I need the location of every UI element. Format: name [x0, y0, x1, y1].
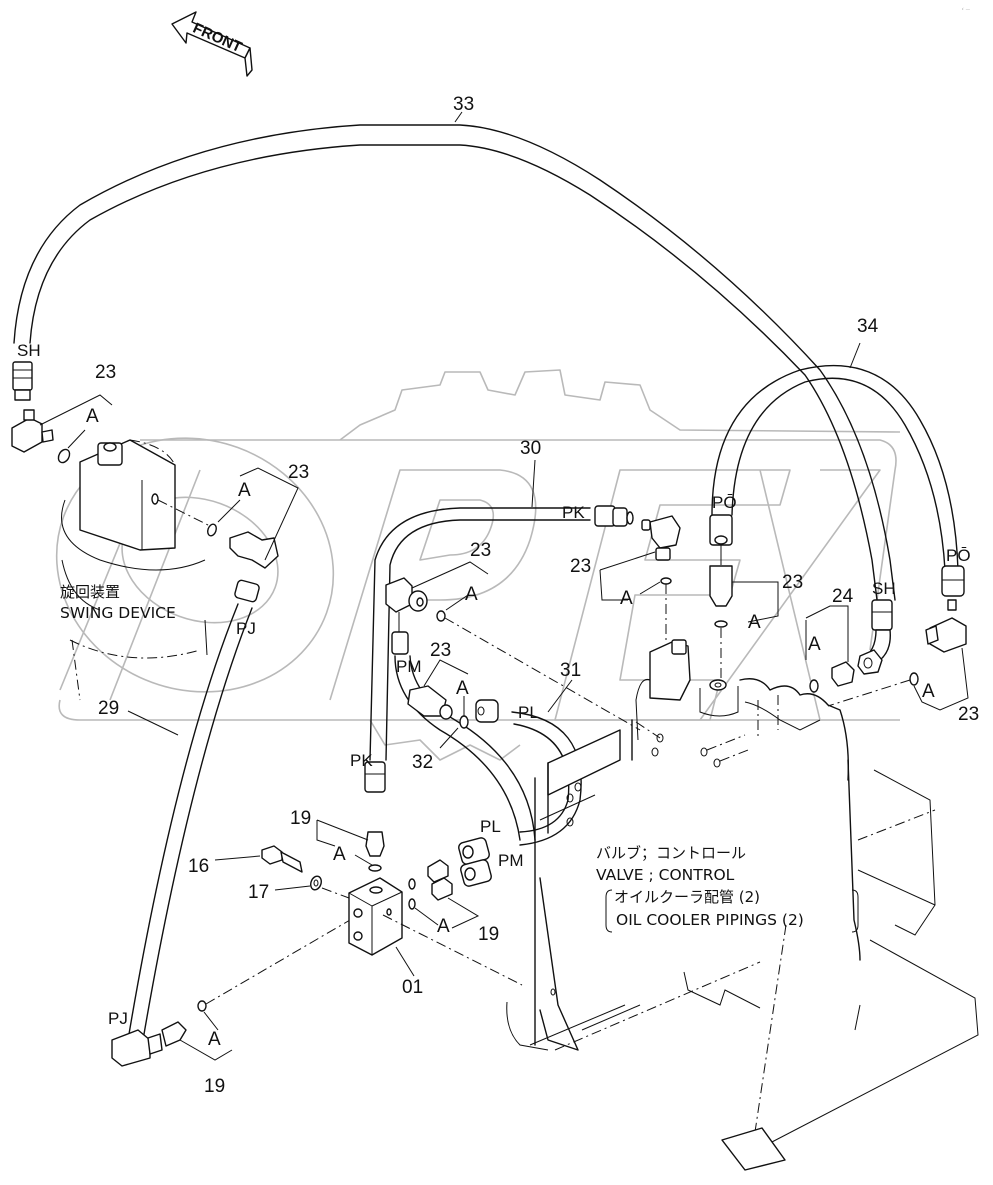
hose-32: PM 32 [394, 655, 536, 841]
swing-device: 旋回装置 SWING DEVICE [60, 439, 208, 701]
plug-fitting-23-po: 23 A [709, 545, 803, 690]
port-label-pj-top: PJ [236, 619, 256, 638]
oring-label: A [456, 678, 469, 699]
control-valve-body [506, 639, 979, 1171]
port-label-pk-bottom: PK [350, 751, 373, 770]
hose-33: 33 [13, 94, 896, 601]
hose-29: PJ 29 PJ [98, 579, 260, 1067]
port-label-pl-top: PL [518, 703, 539, 722]
caption-subtitle: OIL COOLER PIPINGS (2) [616, 911, 804, 929]
swing-device-label: SWING DEVICE [60, 604, 176, 622]
oring-label: A [620, 588, 633, 609]
adapter-24: A 24 [805, 586, 855, 693]
pl-pm-bottom-fittings: PL PM [458, 817, 524, 887]
part-number-17: 17 [248, 882, 269, 903]
sh-fitting-left: SH [12, 341, 41, 401]
swing-device-jp-label: 旋回装置 [60, 583, 120, 601]
hose-31: 31 PL [511, 660, 582, 846]
watermark-logo [55, 369, 901, 761]
part-number-23: 23 [782, 572, 803, 593]
oring-label: A [208, 1029, 221, 1050]
oring-label: A [748, 612, 761, 633]
elbow-fitting-23-pm: 23 A [407, 640, 499, 729]
part-number-01: 01 [402, 977, 423, 998]
elbow-fitting-23-upper: 23 A [385, 540, 641, 731]
part-number-19: 19 [478, 924, 499, 945]
hose-30: 30 PK PK [350, 438, 634, 793]
caption-title: VALVE ; CONTROL [596, 866, 735, 884]
elbow-fitting-23-swing: 23 A [157, 462, 309, 569]
block-01: 01 [348, 877, 523, 998]
part-number-23: 23 [288, 462, 309, 483]
part-number-23: 23 [470, 540, 491, 561]
port-label-sh-left: SH [17, 341, 41, 360]
part-number-31: 31 [560, 660, 581, 681]
oring-label: A [437, 916, 450, 937]
port-label-pj-bottom: PJ [108, 1009, 128, 1028]
corner-mark: •˙ — [962, 6, 970, 11]
caption-jp-subtitle: オイルクーラ配管 (2) [614, 888, 760, 906]
oring-a [57, 448, 71, 464]
oring-label: A [86, 406, 99, 427]
oring-label: A [333, 844, 346, 865]
port-label-pm-top: PM [396, 657, 422, 676]
port-label-pk-top: PK [562, 503, 585, 522]
oring-label: A [238, 480, 251, 501]
leader-33 [454, 111, 463, 123]
front-label: FRONT [190, 20, 244, 57]
part-number-24: 24 [832, 586, 854, 607]
adapter-19-top: 19 A [290, 808, 385, 872]
port-label-po-mid: PŌ [712, 493, 737, 512]
adapter-19-right: A 19 [408, 859, 499, 945]
washer-17: 17 [248, 875, 350, 903]
part-number-23: 23 [958, 704, 979, 725]
hose-34: 34 PŌ PŌ [709, 316, 971, 597]
oring-label: A [808, 634, 821, 655]
part-number-29: 29 [98, 698, 119, 719]
oring-label: A [465, 584, 478, 605]
sh-fitting-right: SH [857, 579, 896, 675]
part-number-23: 23 [430, 640, 451, 661]
caption-jp-title: バルブ；コントロール [596, 844, 746, 862]
part-number-34: 34 [857, 316, 879, 337]
part-number-16: 16 [188, 856, 209, 877]
port-label-pm-bottom: PM [498, 851, 524, 870]
elbow-fitting-23-left: 23 A [11, 362, 116, 464]
part-number-30: 30 [520, 438, 541, 459]
front-arrow: FRONT [171, 11, 253, 77]
part-number-33: 33 [453, 94, 474, 115]
part-number-23: 23 [570, 556, 591, 577]
port-label-po-right: PŌ [946, 546, 971, 565]
bolt-16: 16 [188, 845, 303, 877]
oring-label: A [922, 681, 935, 702]
port-label-sh-right: SH [872, 579, 896, 598]
part-number-23: 23 [95, 362, 116, 383]
adapter-19-bottom: A 19 [161, 919, 351, 1097]
elbow-fitting-23-pk: 23 A [570, 515, 681, 643]
port-label-pl-bottom: PL [480, 817, 501, 836]
part-number-32: 32 [412, 752, 433, 773]
elbow-fitting-23-right: A 23 [827, 599, 979, 725]
valve-caption: バルブ；コントロール VALVE ; CONTROL オイルクーラ配管 (2) … [596, 844, 804, 929]
part-number-19: 19 [290, 808, 311, 829]
part-number-19: 19 [204, 1076, 225, 1097]
